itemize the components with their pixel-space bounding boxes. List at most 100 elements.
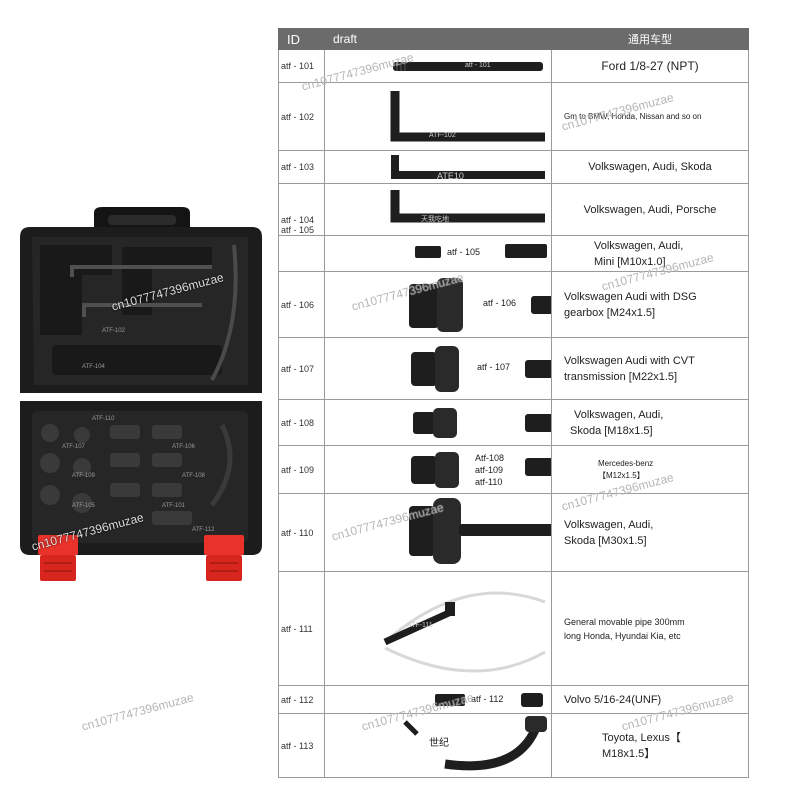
adapter-short-icon — [415, 244, 547, 258]
part-label: 天我吃地 — [421, 216, 449, 223]
row-model: Volkswagen, Audi, Skoda [M18x1.5] — [551, 399, 749, 446]
table-row: atf - 101 atf - 101 Ford 1/8-27 (NPT) — [278, 49, 749, 83]
row-draft — [324, 399, 552, 446]
adapter-threaded-icon — [411, 346, 551, 392]
row-id: atf - 112 — [278, 685, 325, 714]
case-label: ATF-110 — [92, 416, 115, 422]
row-model: Volkswagen, Audi, Skoda — [551, 150, 749, 184]
row-model: Volkswagen, Audi, Porsche — [551, 183, 749, 236]
row-model: Gm to BMW, Honda, Nissan and so on — [551, 82, 749, 151]
latch-right — [204, 535, 244, 581]
row-id: atf - 102 — [278, 82, 325, 151]
case-label: ATF-109 — [72, 473, 96, 479]
row-model: Volvo 5/16-24(UNF) — [551, 685, 749, 714]
adapter-l-shaped-icon — [390, 190, 545, 223]
row-draft: 天我吃地 — [324, 183, 552, 236]
part-label: Atf-108 — [475, 453, 505, 463]
case-label: ATF-102 — [102, 328, 126, 334]
table-row: atf - 104 atf - 105 天我吃地 Volkswagen, Aud… — [278, 183, 749, 236]
case-label: ATF-108 — [182, 473, 206, 479]
part-label: atf - 107 — [477, 362, 511, 372]
adapter-straight-icon — [393, 62, 543, 71]
row-draft: atf - 112 — [324, 685, 552, 714]
row-id: atf - 113 — [278, 713, 325, 778]
row-id: atf - 109 — [278, 445, 325, 494]
model-line: Volkswagen Audi with DSG — [564, 290, 697, 303]
part-label: atf-110 — [475, 477, 503, 487]
row-draft: ATE10 — [324, 150, 552, 184]
part-label: atf - 101 — [465, 62, 491, 69]
spec-table: ID draft 通用车型 atf - 101 atf - 101 Ford 1… — [278, 28, 749, 778]
row-draft: Atf-108 atf-109 atf-110 — [324, 445, 552, 494]
model-line: M18x1.5】 — [602, 747, 656, 760]
model-line: Mercedes-benz — [598, 458, 654, 468]
part-label: atf - 112 — [471, 694, 504, 704]
row-model: Ford 1/8-27 (NPT) — [551, 49, 749, 83]
row-id-text: atf - 104 — [281, 215, 315, 225]
row-model: Mercedes-benz 【M12x1.5】 — [551, 445, 749, 494]
part-label: atf - 106 — [483, 298, 517, 308]
table-row: atf - 109 Atf-108 atf-109 atf-110 Merced… — [278, 445, 749, 494]
model-line: Toyota, Lexus【 — [602, 731, 681, 744]
case-label: ATF-112 — [192, 527, 215, 533]
model-line: 【M12x1.5】 — [598, 470, 645, 480]
case-label: ATF-106 — [172, 444, 196, 450]
table-row: atf - 110 Volkswagen, Audi, Skoda [M30x1… — [278, 493, 749, 572]
row-id: atf - 111 — [278, 571, 325, 686]
tool-case-drawing: ATF-102 ATF-104 ATF-110 ATF-107 ATF-106 … — [20, 207, 262, 581]
model-line: Skoda [M30x1.5] — [564, 534, 647, 547]
adapter-threaded-icon — [411, 452, 551, 488]
adapter-threaded-icon — [413, 408, 551, 438]
row-draft: 世纪 — [324, 713, 552, 778]
row-draft — [324, 493, 552, 572]
case-label: ATF-107 — [62, 444, 86, 450]
table-row: atf - 106 atf - 106 Volkswagen Audi with… — [278, 271, 749, 338]
adapter-curved-icon — [403, 716, 547, 771]
table-row: atf - 112 atf - 112 Volvo 5/16-24(UNF) — [278, 685, 749, 714]
row-model: Volkswagen Audi with DSG gearbox [M24x1.… — [551, 271, 749, 338]
table-row: atf - 113 世纪 Toyota, Lexus【 M18x1.5】 — [278, 713, 749, 778]
part-label: atf - 105 — [447, 247, 481, 257]
latch-left — [38, 535, 78, 581]
part-label-group: Atf-108 atf-109 atf-110 — [475, 452, 504, 488]
case-label: ATF-104 — [82, 364, 106, 370]
model-line: long Honda, Hyundai Kia, etc — [564, 630, 681, 641]
row-id: atf - 108 — [278, 399, 325, 446]
model-line: transmission [M22x1.5] — [564, 370, 678, 383]
tool-case-image: ATF-102 ATF-104 ATF-110 ATF-107 ATF-106 … — [12, 205, 270, 585]
table-row: atf - 102 ATF-102 Gm to BMW, Honda, Niss… — [278, 82, 749, 151]
flexible-pipe-icon — [383, 591, 546, 673]
row-model: General movable pipe 300mm long Honda, H… — [551, 571, 749, 686]
table-row: atf - 107 atf - 107 Volkswagen Audi with… — [278, 337, 749, 400]
row-model: Volkswagen Audi with CVT transmission [M… — [551, 337, 749, 400]
case-label: ATF-105 — [72, 503, 96, 509]
part-label: ATE10 — [437, 171, 464, 181]
adapter-short-icon — [435, 693, 543, 707]
table-row: atf - 103 ATE10 Volkswagen, Audi, Skoda — [278, 150, 749, 184]
model-line: Volkswagen Audi with CVT — [564, 354, 695, 367]
adapter-l-shaped-icon — [390, 91, 545, 142]
row-draft: atf - 101 — [324, 49, 552, 83]
row-id — [278, 235, 325, 272]
row-id: atf - 106 — [278, 271, 325, 338]
part-label: 世纪 — [429, 738, 449, 749]
row-model: Toyota, Lexus【 M18x1.5】 — [551, 713, 749, 778]
row-draft: atf - 107 — [324, 337, 552, 400]
adapter-l-shaped-icon — [391, 155, 545, 179]
row-draft: atf - 105 — [324, 235, 552, 272]
header-model: 通用车型 — [551, 28, 749, 50]
row-id: atf - 103 — [278, 150, 325, 184]
model-line: Volkswagen, Audi, — [564, 518, 654, 531]
case-label: ATF-101 — [162, 503, 186, 509]
adapter-long-threaded-icon — [409, 498, 551, 564]
table-row: atf - 108 Volkswagen, Audi, Skoda [M18x1… — [278, 399, 749, 446]
model-line: Volkswagen, Audi, — [574, 408, 664, 421]
model-line: General movable pipe 300mm — [564, 616, 685, 627]
model-line: gearbox [M24x1.5] — [564, 306, 656, 319]
part-label: ATF-111 — [407, 622, 433, 629]
row-draft: atf - 106 — [324, 271, 552, 338]
model-line: Mini [M10x1.0] — [594, 255, 666, 268]
row-id: atf - 107 — [278, 337, 325, 400]
header-id: ID — [278, 28, 325, 50]
adapter-threaded-icon — [409, 278, 551, 332]
